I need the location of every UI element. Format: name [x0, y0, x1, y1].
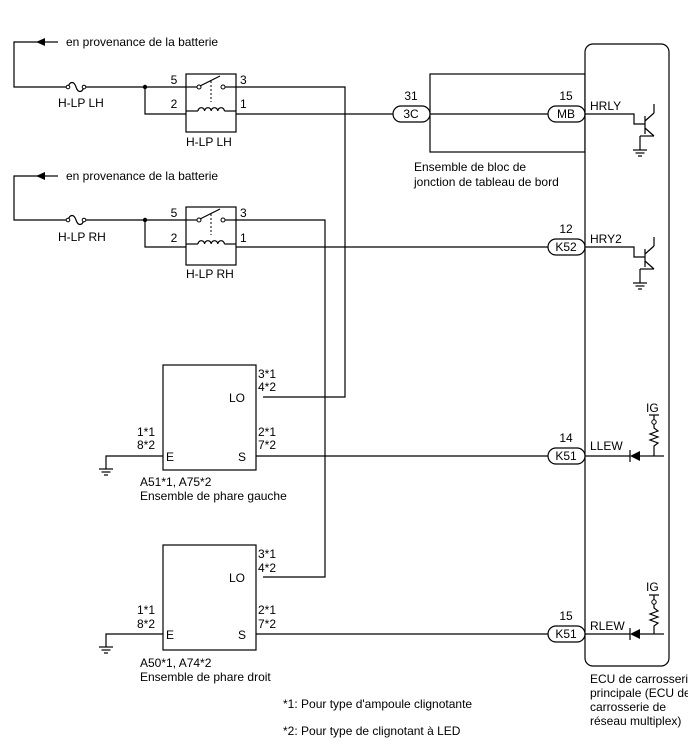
- pin-e-2: 8*2: [137, 438, 155, 452]
- fuse-icon: [65, 214, 87, 226]
- junction-block: 3C 31 MB 15 Ensemble de bloc de jonction…: [392, 73, 586, 189]
- pin-e-label: E: [166, 628, 174, 642]
- ecu-label-2: principale (ECU de: [590, 686, 688, 700]
- footnote-2: *2: Pour type de clignotant à LED: [283, 724, 461, 738]
- headlight-right-id: A50*1, A74*2: [140, 656, 212, 670]
- relay-pin-3: 3: [240, 73, 247, 87]
- connector-mb-pin: 15: [559, 89, 573, 103]
- fuse-label-lh: H-LP LH: [58, 96, 104, 110]
- relay-pin-2: 2: [171, 231, 178, 245]
- relay-pin-3: 3: [240, 206, 247, 220]
- fuse-hlp-rh: H-LP RH: [58, 214, 145, 244]
- pin-lo-2: 4*2: [258, 561, 276, 575]
- relay-pin-1: 1: [240, 97, 247, 111]
- battery-source-label-rh: en provenance de la batterie: [66, 169, 218, 183]
- signal-hrly: HRLY: [590, 99, 621, 113]
- battery-source-lh: en provenance de la batterie: [13, 35, 218, 88]
- ig-resistor-diode-llew: IG: [585, 401, 664, 462]
- relay-pin-5: 5: [171, 206, 178, 220]
- connector-k52-label: K52: [555, 240, 577, 254]
- footnote-1: *1: Pour type d'ampoule clignotante: [283, 697, 472, 711]
- pin-lo-label: LO: [229, 571, 245, 585]
- pin-e-1: 1*1: [137, 603, 155, 617]
- pin-lo-label: LO: [229, 391, 245, 405]
- connector-k51-label: K51: [555, 449, 577, 463]
- relay-hlp-lh: 5 3 2 1 H-LP LH: [171, 73, 247, 149]
- signal-llew: LLEW: [590, 439, 623, 453]
- connector-3c-label: 3C: [403, 107, 419, 121]
- pin-e-2: 8*2: [137, 617, 155, 631]
- transistor-icon: [585, 104, 655, 157]
- relay-hlp-rh: 5 3 2 1 H-LP RH: [171, 206, 247, 281]
- fuse-icon: [65, 81, 87, 93]
- battery-source-label-lh: en provenance de la batterie: [66, 35, 218, 49]
- pin-s-1: 2*1: [258, 603, 276, 617]
- pin-lo-2: 4*2: [258, 380, 276, 394]
- pin-s-2: 7*2: [258, 438, 276, 452]
- pin-s-label: S: [238, 450, 246, 464]
- pin-e-label: E: [166, 450, 174, 464]
- battery-source-rh: en provenance de la batterie: [13, 169, 218, 221]
- ig-resistor-diode-rlew: IG: [585, 580, 664, 640]
- connector-3c-pin: 31: [404, 89, 418, 103]
- diode-icon: [630, 629, 640, 639]
- relay-icon: [185, 73, 237, 133]
- relay-pin-5: 5: [171, 73, 178, 87]
- relay-label-lh: H-LP LH: [186, 135, 232, 149]
- headlight-right-name: Ensemble de phare droit: [140, 670, 271, 684]
- diode-icon: [630, 451, 640, 461]
- signal-hry2: HRY2: [590, 232, 622, 246]
- relay-icon: [185, 206, 237, 266]
- ecu-label-4: réseau multiplex): [590, 714, 681, 728]
- pin-s-1: 2*1: [258, 425, 276, 439]
- relay-pin-1: 1: [240, 231, 247, 245]
- ig-label: IG: [646, 580, 659, 594]
- connector-k52-pin: 12: [559, 222, 573, 236]
- ecu-label-1: ECU de carrosserie: [590, 672, 688, 686]
- connector-k51-pin: 15: [559, 609, 573, 623]
- signal-rlew: RLEW: [590, 619, 625, 633]
- pin-lo-1: 3*1: [258, 367, 276, 381]
- ecu-label-3: carrosserie de: [590, 700, 666, 714]
- pin-s-2: 7*2: [258, 617, 276, 631]
- headlight-left: LO E S 3*1 4*2 1*1 8*2 2*1 7*2 A51*1, A7…: [98, 364, 548, 503]
- headlight-right: LO E S 3*1 4*2 1*1 8*2 2*1 7*2 A50*1, A7…: [98, 544, 548, 684]
- connector-k51-label: K51: [555, 627, 577, 641]
- ground-icon: [98, 460, 114, 476]
- transistor-icon: [585, 237, 655, 290]
- junction-label-2: jonction de tableau de bord: [413, 175, 559, 189]
- body-ecu: HRLY HRY2 LLEW RLEW IG: [584, 43, 688, 728]
- junction-label-1: Ensemble de bloc de: [414, 160, 526, 174]
- connector-mb-label: MB: [557, 107, 575, 121]
- relay-pin-2: 2: [171, 97, 178, 111]
- connector-k51-rlew: [547, 625, 586, 643]
- pin-lo-1: 3*1: [258, 547, 276, 561]
- headlight-left-name: Ensemble de phare gauche: [140, 489, 287, 503]
- relay-label-rh: H-LP RH: [186, 267, 234, 281]
- fuse-label-rh: H-LP RH: [58, 230, 106, 244]
- ig-label: IG: [646, 401, 659, 415]
- pin-e-1: 1*1: [137, 425, 155, 439]
- pin-s-label: S: [238, 628, 246, 642]
- connector-k51-llew: [547, 447, 586, 465]
- connector-k51-pin: 14: [559, 431, 573, 445]
- fuse-hlp-lh: H-LP LH: [58, 81, 145, 110]
- headlight-left-id: A51*1, A75*2: [140, 475, 212, 489]
- ground-icon: [98, 638, 114, 654]
